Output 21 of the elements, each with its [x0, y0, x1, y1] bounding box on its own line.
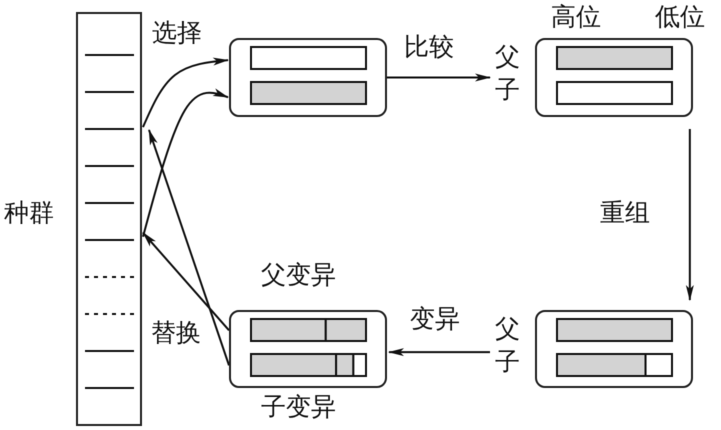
- edge-label: 比较: [404, 34, 454, 62]
- arrow: [142, 232, 230, 331]
- arrow: [686, 129, 694, 301]
- arrow: [142, 88, 229, 238]
- node-label: 种群: [4, 200, 54, 228]
- edge-label: 替换: [151, 320, 201, 348]
- node-label: 父变异: [261, 262, 336, 290]
- node-label: 高位: [551, 4, 601, 32]
- edge-label: 选择: [152, 20, 202, 48]
- side-label: 父: [495, 44, 520, 72]
- arrow: [388, 348, 490, 356]
- side-label: 子: [495, 349, 520, 376]
- edge-label: 变异: [410, 306, 460, 334]
- node-label: 低位: [655, 4, 705, 32]
- arrow: [387, 74, 491, 82]
- side-label: 子: [495, 77, 520, 104]
- arrow: [148, 129, 230, 366]
- side-label: 父: [495, 316, 520, 344]
- arrow: [142, 58, 229, 128]
- node-label: 子变异: [261, 394, 336, 422]
- chromosome-pair-box: [229, 38, 387, 117]
